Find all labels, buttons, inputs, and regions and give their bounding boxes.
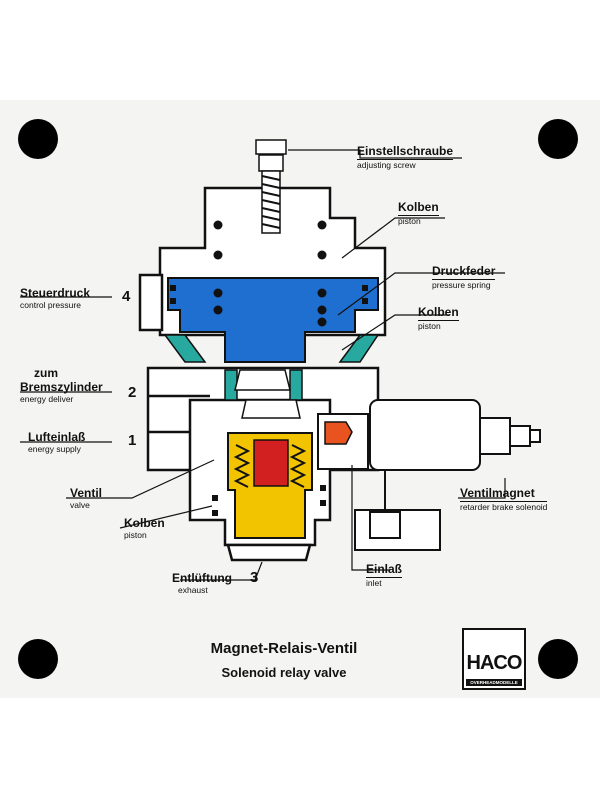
label-piston-mid: Kolben piston	[418, 305, 459, 332]
haco-logo: HACO OVERHEADMODELLE	[462, 628, 526, 690]
label-air-inlet-de: Lufteinlaß	[28, 430, 86, 444]
mounting-hole-bottom-left	[18, 639, 58, 679]
label-adjusting-screw-de: Einstellschraube	[357, 144, 454, 160]
label-valve-de: Ventil	[70, 486, 103, 500]
port-number-delivery: 2	[128, 384, 137, 401]
label-brake-cylinder-de2: Bremszylinder	[20, 380, 103, 394]
label-brake-cylinder-de1: zum	[34, 366, 58, 380]
label-valve: Ventil valve	[70, 486, 102, 511]
label-brake-cylinder: zum Bremszylinder energy deliver	[20, 366, 103, 405]
mounting-hole-top-left	[18, 119, 58, 159]
diagram-panel: Einstellschraube adjusting screw Kolben …	[0, 100, 600, 698]
port-number-control: 4	[122, 288, 131, 305]
valve-insert	[241, 399, 301, 419]
label-exhaust-en: exhaust	[178, 585, 208, 595]
label-piston-bottom-de: Kolben	[124, 516, 165, 530]
valve-cutaway-diagram	[18, 119, 578, 679]
mounting-hole-top-right	[538, 119, 578, 159]
label-inlet-de: Einlaß	[366, 562, 403, 578]
solenoid-assembly	[317, 399, 541, 551]
leader-lines	[20, 149, 506, 581]
diagram-title-en: Solenoid relay valve	[221, 665, 347, 680]
upper-piston	[167, 277, 379, 363]
label-exhaust-de: Entlüftung	[172, 571, 232, 585]
label-adjusting-screw-en: adjusting screw	[357, 160, 416, 170]
label-control-pressure-en: control pressure	[20, 300, 81, 310]
label-piston-bottom: Kolben piston	[124, 516, 165, 541]
label-control-pressure-de: Steuerdruck	[20, 286, 91, 300]
valve-seat	[253, 439, 289, 487]
label-air-inlet-en: energy supply	[28, 444, 81, 454]
label-solenoid-en: retarder brake solenoid	[460, 502, 548, 512]
label-pressure-spring-en: pressure spring	[432, 280, 491, 290]
port-number-supply: 1	[128, 432, 137, 449]
piston-bolt-heads	[213, 220, 327, 327]
logo-subtext: OVERHEADMODELLE	[466, 679, 522, 686]
label-piston-top-en: piston	[398, 216, 421, 226]
label-pressure-spring: Druckfeder pressure spring	[432, 264, 496, 291]
label-air-inlet: Lufteinlaß energy supply	[28, 430, 85, 455]
label-control-pressure: Steuerdruck control pressure	[20, 286, 90, 311]
label-piston-top: Kolben piston	[398, 200, 439, 227]
port-number-exhaust: 3	[250, 569, 259, 586]
label-brake-cylinder-en: energy deliver	[20, 394, 74, 404]
diagram-title-de: Magnet-Relais-Ventil	[210, 640, 358, 657]
label-pressure-spring-de: Druckfeder	[432, 264, 496, 280]
label-inlet: Einlaß inlet	[366, 562, 403, 589]
valve-spring	[233, 444, 307, 488]
label-piston-bottom-en: piston	[124, 530, 147, 540]
label-exhaust: Entlüftung exhaust	[172, 571, 232, 596]
o-ring-seals	[170, 285, 368, 516]
label-adjusting-screw: Einstellschraube adjusting screw	[357, 144, 454, 171]
label-inlet-en: inlet	[366, 578, 382, 588]
logo-text: HACO	[466, 652, 523, 674]
solenoid-armature	[324, 421, 353, 445]
label-piston-mid-de: Kolben	[418, 305, 459, 321]
label-solenoid-de: Ventilmagnet	[460, 486, 548, 502]
mounting-hole-bottom-right	[538, 639, 578, 679]
adjusting-screw	[255, 139, 287, 234]
air-passage	[163, 334, 380, 401]
label-piston-mid-en: piston	[418, 321, 441, 331]
label-valve-en: valve	[70, 500, 90, 510]
label-piston-top-de: Kolben	[398, 200, 439, 216]
label-solenoid: Ventilmagnet retarder brake solenoid	[460, 486, 548, 513]
